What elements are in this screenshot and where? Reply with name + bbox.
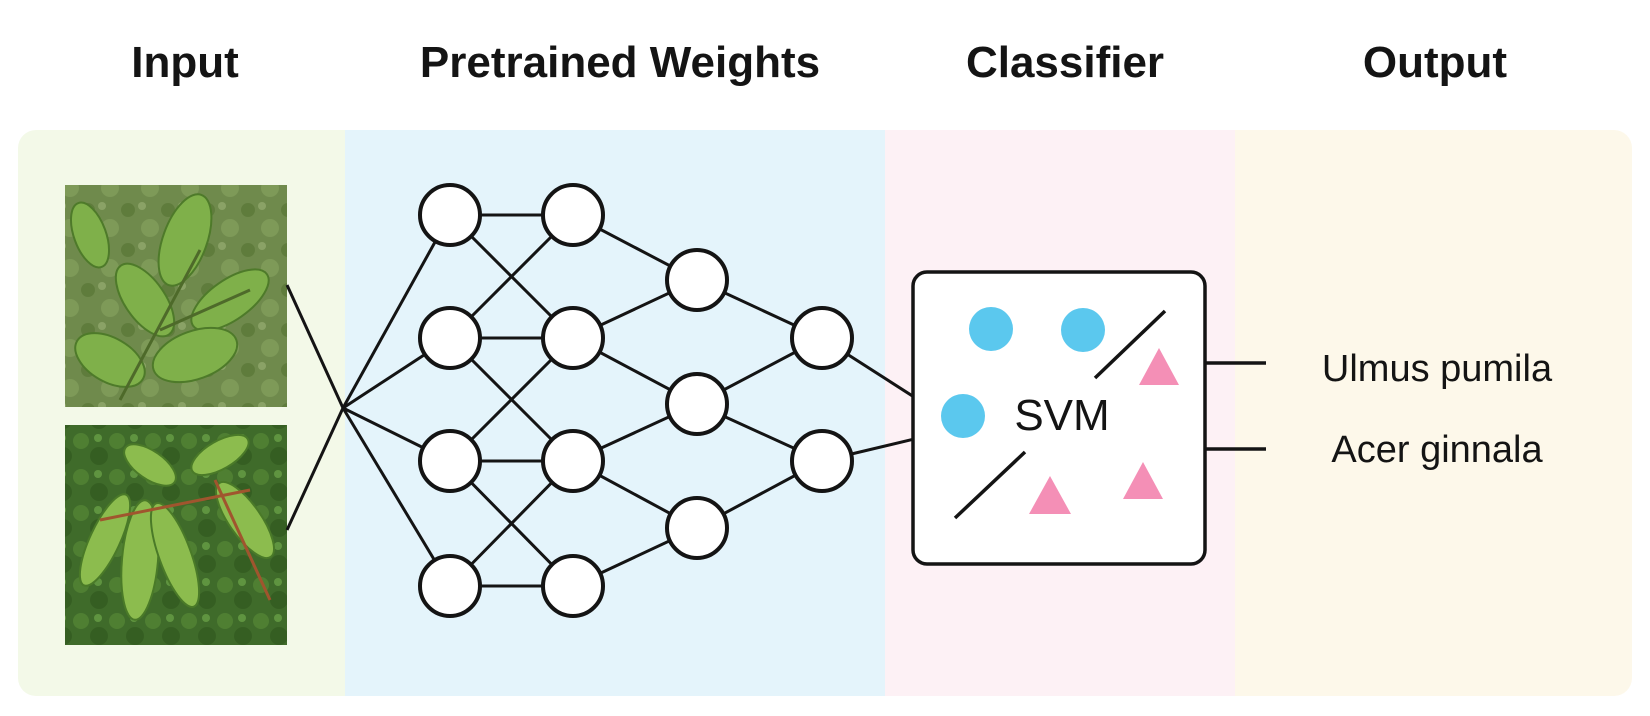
network-node: [790, 306, 854, 370]
heading-input: Input: [131, 38, 239, 87]
network-node: [665, 248, 729, 312]
class-b-point: [1029, 476, 1071, 514]
decision-boundary-lower: [953, 450, 1027, 520]
class-a-point: [941, 394, 985, 438]
network-node: [665, 372, 729, 436]
output-label-acer-ginnala: Acer ginnala: [1331, 429, 1543, 471]
network-node: [418, 554, 482, 618]
decision-boundary-upper: [1093, 309, 1167, 380]
heading-pretrained-weights: Pretrained Weights: [419, 38, 821, 87]
heading-classifier: Classifier: [965, 38, 1165, 87]
input-image-maple: [65, 425, 287, 645]
network-node: [418, 306, 482, 370]
class-b-point: [1123, 462, 1163, 499]
network-node: [418, 183, 482, 247]
input-edge: [285, 407, 345, 531]
network-node: [541, 306, 605, 370]
input-image-elm: [65, 185, 287, 407]
network-nodes: [418, 183, 854, 618]
network-node: [541, 429, 605, 493]
network-node: [541, 554, 605, 618]
network-node: [665, 496, 729, 560]
input-edge: [341, 214, 452, 409]
network-node: [790, 429, 854, 493]
input-edge: [341, 407, 452, 587]
network-node: [418, 429, 482, 493]
class-b-point: [1139, 348, 1179, 385]
network-node: [541, 183, 605, 247]
heading-output: Output: [1362, 38, 1508, 87]
class-a-point: [969, 307, 1013, 351]
svm-classifier-box: SVM: [911, 270, 1207, 566]
class-a-point: [1061, 308, 1105, 352]
output-label-ulmus-pumila: Ulmus pumila: [1322, 348, 1553, 390]
output-panel: [1235, 130, 1632, 696]
svm-label: SVM: [1014, 391, 1109, 440]
input-edge: [285, 284, 345, 409]
